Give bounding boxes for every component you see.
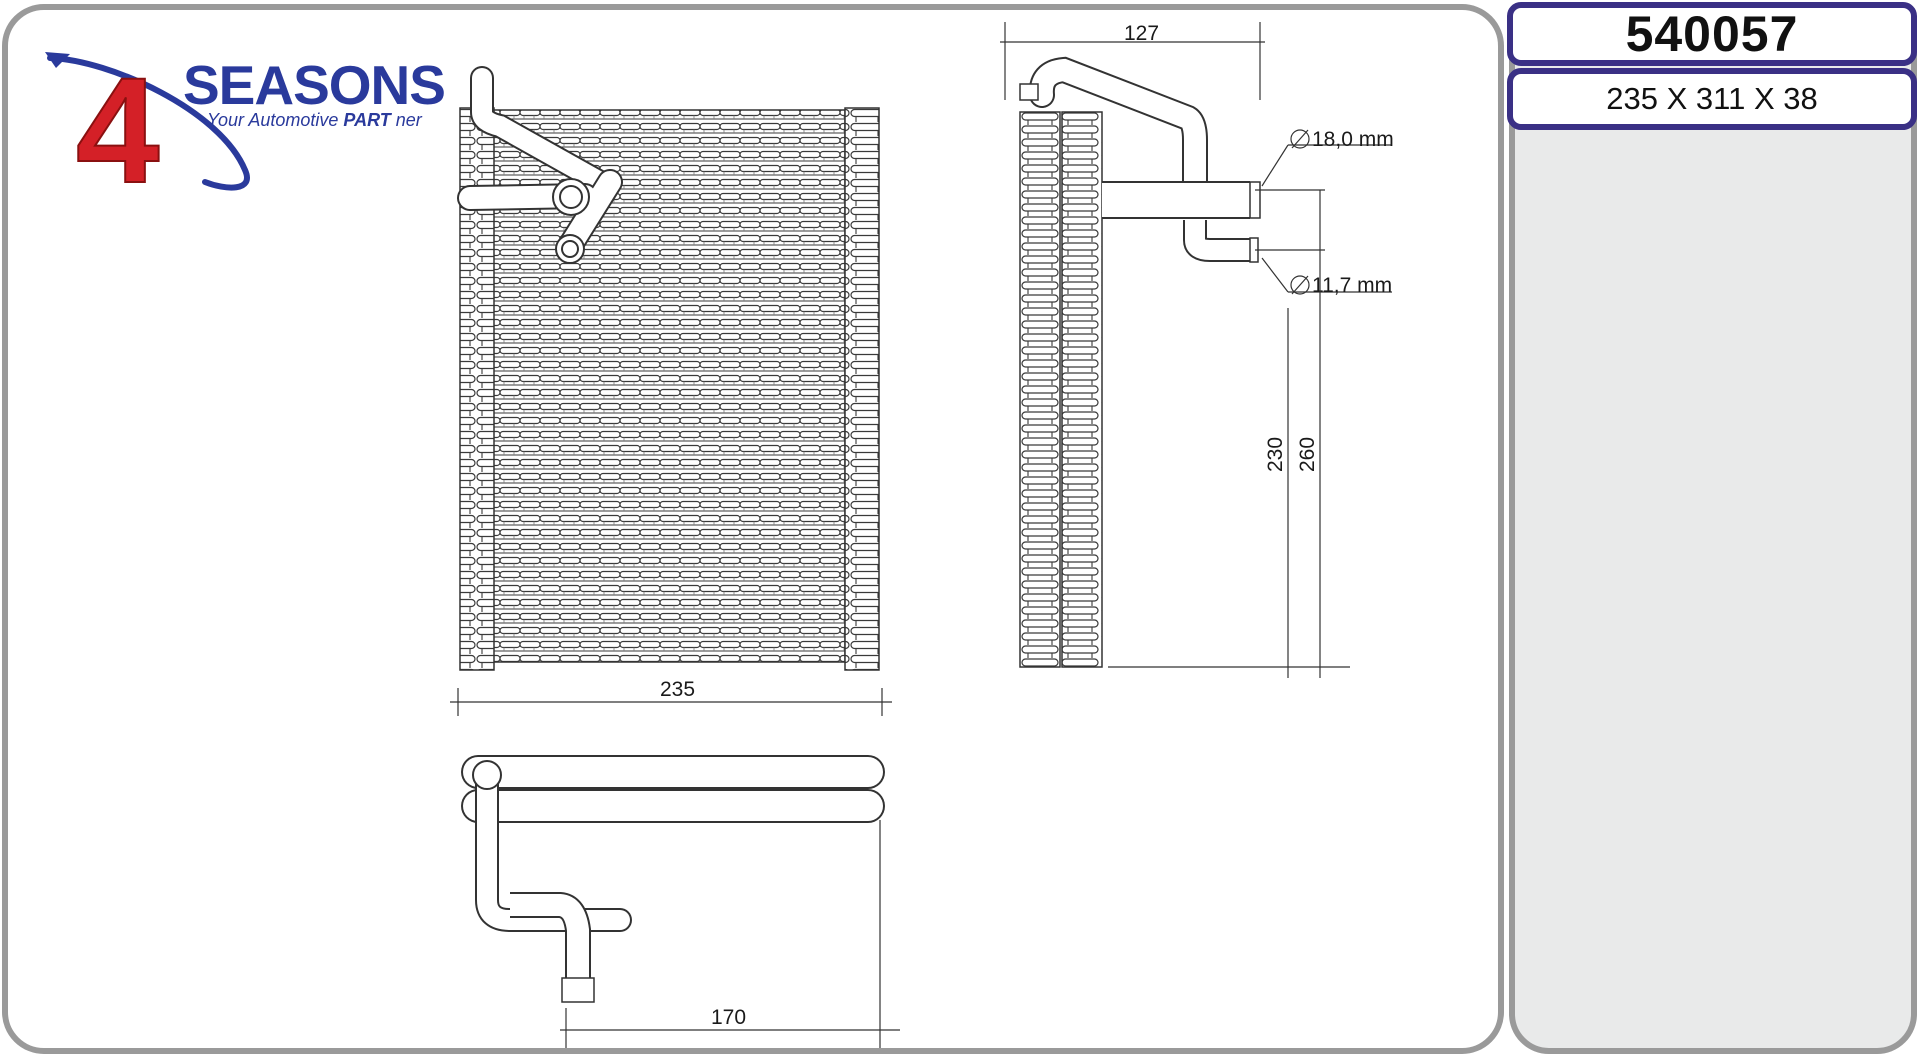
part-number-box: 540057 bbox=[1507, 2, 1917, 66]
diameter-symbol-outlet bbox=[1290, 275, 1310, 295]
bottom-port bbox=[472, 760, 502, 790]
logo-tagline: Your Automotive PART ner bbox=[207, 110, 423, 130]
front-width-dimension bbox=[450, 688, 892, 716]
side-view bbox=[1019, 56, 1261, 668]
height-b-label: 260 bbox=[1296, 437, 1319, 472]
diameter-symbol-inlet bbox=[1290, 129, 1310, 149]
side-depth-dimension bbox=[1000, 22, 1265, 100]
height-dimensions bbox=[1108, 190, 1350, 678]
side-core-b bbox=[1061, 111, 1103, 668]
bottom-fitting bbox=[561, 977, 595, 1003]
diameter-leaders bbox=[1255, 129, 1392, 295]
height-a-label: 230 bbox=[1264, 437, 1287, 472]
bottom-width-dimension bbox=[560, 820, 900, 1048]
dimensions-box: 235 X 311 X 38 bbox=[1507, 68, 1917, 130]
front-right-tank bbox=[844, 107, 880, 671]
bottom-width-label: 170 bbox=[711, 1006, 746, 1029]
side-core-a bbox=[1019, 111, 1061, 668]
brand-logo: 4 SEASONS Your Automotive PART ner bbox=[45, 45, 446, 215]
info-panel bbox=[1509, 4, 1917, 1054]
logo-brand-text: SEASONS bbox=[183, 54, 445, 116]
front-view bbox=[457, 66, 880, 671]
part-number: 540057 bbox=[1625, 6, 1799, 62]
side-inlet-fitting bbox=[1249, 181, 1261, 219]
logo-digit-4: 4 bbox=[76, 46, 159, 214]
technical-drawing: 4 SEASONS Your Automotive PART ner 235 bbox=[45, 22, 1394, 1048]
front-inlet-pipe-fill bbox=[472, 68, 610, 192]
side-depth-label: 127 bbox=[1124, 22, 1159, 45]
bottom-view bbox=[461, 755, 885, 1003]
outlet-diameter-label: 11,7 mm bbox=[1312, 274, 1392, 297]
logo-swoosh bbox=[47, 55, 250, 191]
inlet-diameter-label: 18,0 mm bbox=[1312, 128, 1394, 151]
logo-swoosh-arrow bbox=[45, 52, 70, 68]
front-width-label: 235 bbox=[660, 678, 695, 701]
part-dimensions: 235 X 311 X 38 bbox=[1606, 81, 1818, 116]
